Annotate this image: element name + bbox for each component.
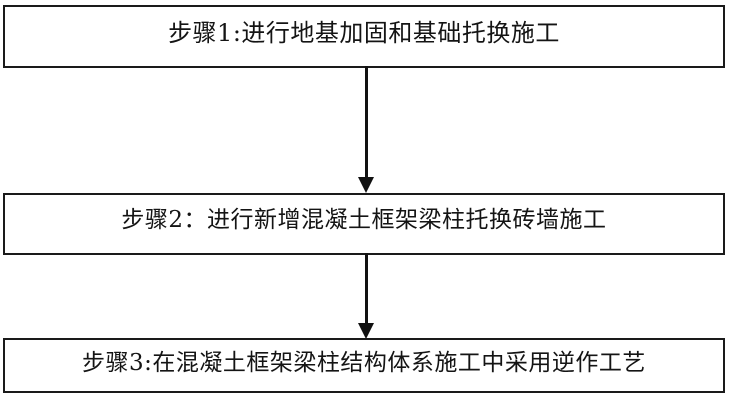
arrow-shaft-icon	[365, 253, 368, 324]
step-1-label: 步骤1:进行地基加固和基础托换施工	[168, 19, 560, 47]
arrow-head-icon	[358, 177, 374, 193]
arrow-head-icon	[358, 323, 374, 339]
step-box-3: 步骤3:在混凝土框架梁柱结构体系施工中采用逆作工艺	[3, 338, 725, 393]
arrow-shaft-icon	[365, 66, 368, 178]
arrow-step2-to-step3	[358, 253, 374, 340]
step-box-1: 步骤1:进行地基加固和基础托换施工	[3, 5, 725, 68]
arrow-step1-to-step2	[358, 66, 374, 194]
step-box-2: 步骤2：进行新增混凝土框架梁柱托换砖墙施工	[3, 193, 725, 255]
step-3-label: 步骤3:在混凝土框架梁柱结构体系施工中采用逆作工艺	[82, 350, 646, 376]
step-2-label: 步骤2：进行新增混凝土框架梁柱托换砖墙施工	[121, 207, 607, 233]
